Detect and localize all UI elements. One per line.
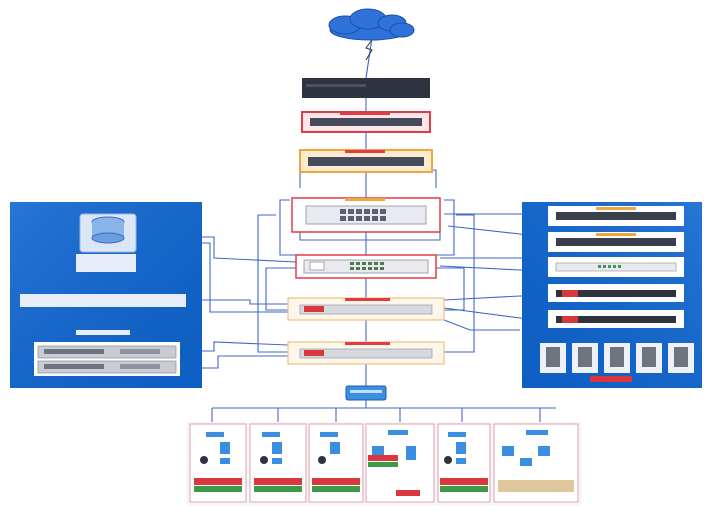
- firewall-primary: [301, 111, 431, 133]
- left-bar-device: [20, 294, 186, 307]
- zone-2: [249, 423, 307, 503]
- firewall-secondary: [299, 149, 433, 173]
- central-stack: [287, 78, 445, 408]
- wan-link: [365, 39, 373, 61]
- zone-5: [437, 423, 491, 503]
- right-bottom-bar: [590, 376, 632, 382]
- left-switch-stack: [34, 342, 180, 376]
- core-switch-1: [291, 197, 441, 233]
- core-switch-2: [295, 254, 437, 279]
- hub-icon: [345, 385, 387, 408]
- right-server-panel: [522, 202, 702, 388]
- server-icon: [540, 343, 694, 373]
- edge-router: [302, 78, 430, 98]
- bottom-zones: [186, 422, 582, 506]
- left-server-panel: [10, 202, 202, 388]
- zone-6: [493, 423, 579, 503]
- appliance-3: [548, 257, 684, 277]
- distribution-switch-1: [287, 297, 445, 321]
- cloud-icon: [328, 8, 415, 41]
- zone-3: [308, 423, 364, 503]
- database-icon: [79, 213, 137, 253]
- appliance-1: [548, 206, 684, 226]
- internet-cloud: [328, 8, 415, 61]
- zone-1: [189, 423, 247, 503]
- appliance-5: [548, 310, 684, 328]
- zone-4: [365, 423, 435, 503]
- appliance-2: [548, 232, 684, 252]
- appliance-4: [548, 284, 684, 302]
- distribution-switch-2: [287, 341, 445, 365]
